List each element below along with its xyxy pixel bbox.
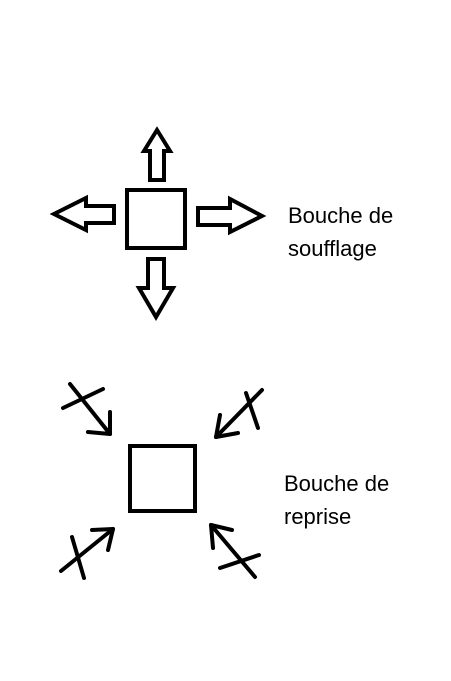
return-arrow-top-right-icon	[214, 388, 264, 439]
return-vent-label-line2: reprise	[284, 504, 352, 529]
return-vent-label: Bouche de reprise	[284, 467, 389, 533]
return-vent-group	[59, 382, 264, 580]
supply-vent-label-line2: soufflage	[288, 236, 377, 261]
return-vent-square	[128, 444, 197, 513]
return-arrow-bottom-right-icon	[209, 523, 261, 579]
return-arrow-bottom-left-icon	[59, 527, 115, 580]
supply-arrow-right-icon	[196, 195, 267, 236]
return-arrow-top-left-icon	[61, 382, 112, 436]
supply-vent-label-line1: Bouche de	[288, 203, 394, 228]
supply-arrow-down-icon	[135, 257, 177, 321]
supply-vent-square	[125, 188, 187, 250]
supply-arrow-up-icon	[140, 126, 174, 182]
supply-arrow-left-icon	[49, 194, 116, 234]
supply-vent-group	[49, 126, 267, 321]
return-vent-label-line1: Bouche de	[284, 471, 390, 496]
supply-vent-label: Bouche de soufflage	[288, 199, 393, 265]
